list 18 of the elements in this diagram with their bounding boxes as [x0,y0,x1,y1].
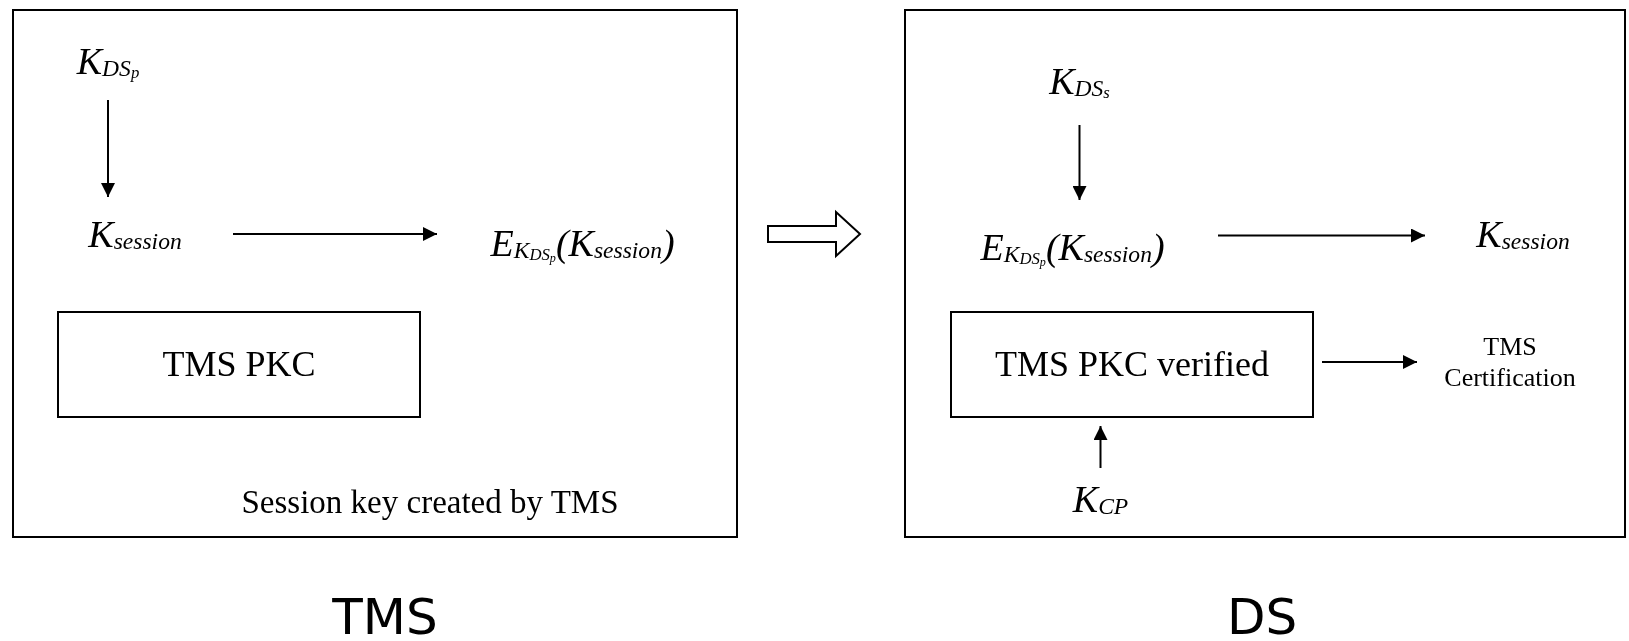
math-formula: K$_{CP}$ [1058,476,1143,522]
arrow [1072,124,1087,201]
panel-frame [904,9,1626,538]
arrow [101,99,115,198]
block-arrow [767,209,862,259]
panel-heading: DS [1226,588,1298,641]
arrow [232,227,438,241]
math-formula: K$_{session}$ [45,205,225,263]
result-text: TMS Certification [1425,322,1595,402]
panel-note: Session key created by TMS [241,483,619,521]
process-box: TMS PKC verified [950,311,1314,418]
arrow [1321,355,1418,369]
arrow [1093,425,1108,469]
arrow [1217,228,1426,243]
process-box: TMS PKC [57,311,421,418]
math-formula: K$_{session}$ [1433,205,1613,263]
panel-frame [12,9,738,538]
panel-heading: TMS [332,588,438,641]
